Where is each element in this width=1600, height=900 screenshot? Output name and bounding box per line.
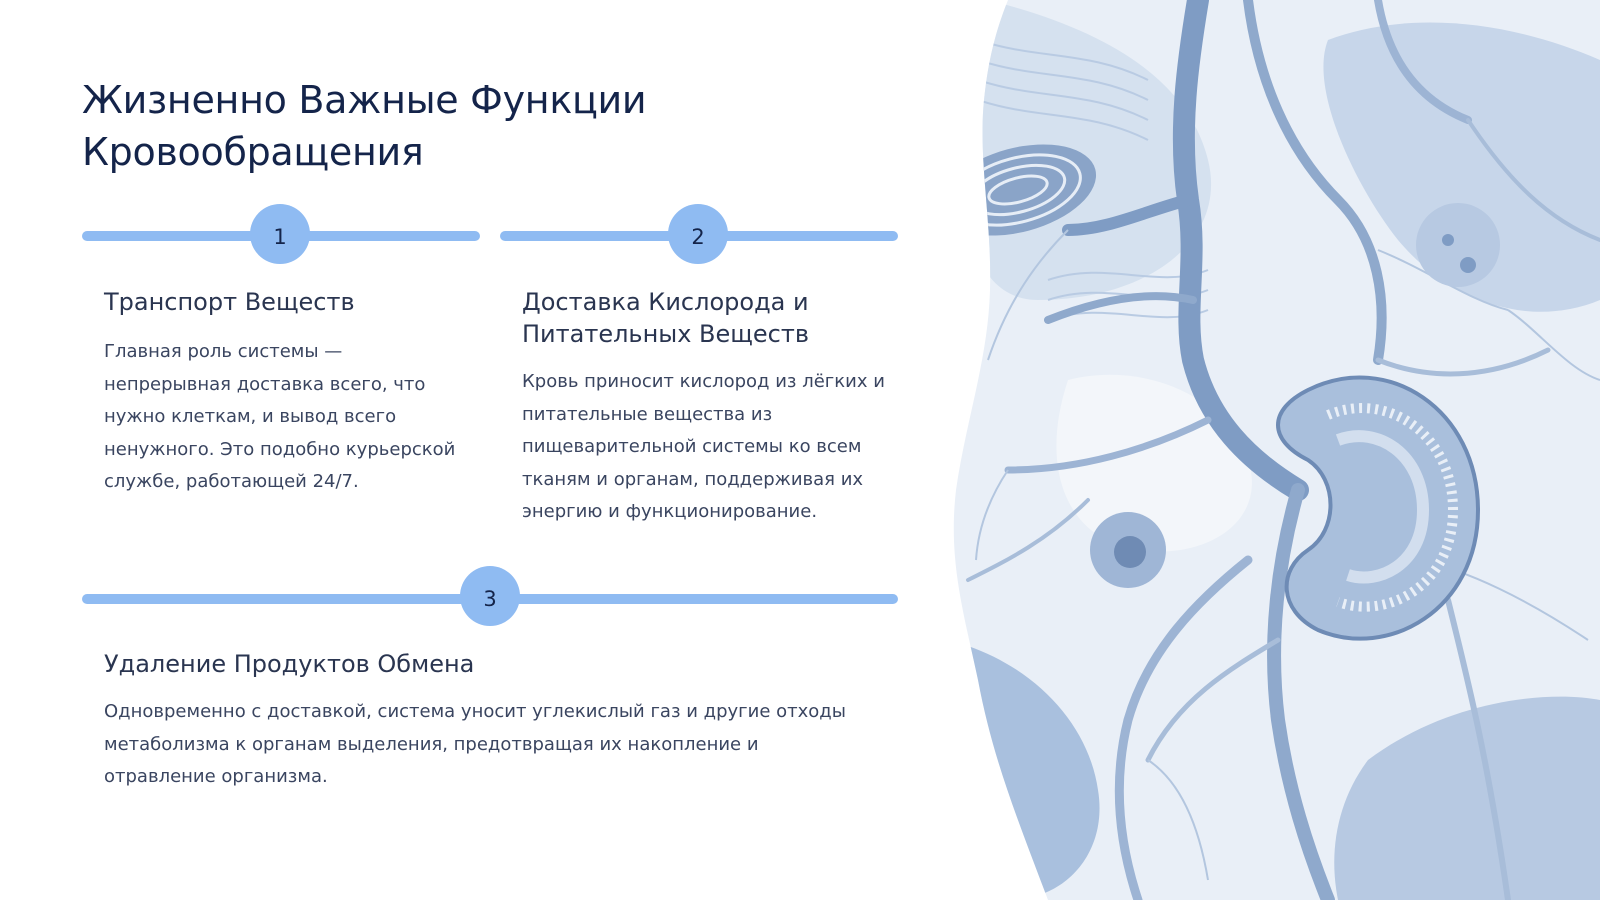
step-2-badge: 2: [668, 204, 728, 264]
step-1-heading: Транспорт Веществ: [104, 288, 355, 316]
step-3-text: Одновременно с доставкой, система уносит…: [104, 701, 846, 787]
step-1-badge: 1: [250, 204, 310, 264]
step-2-heading: Доставка Кислорода и Питательных Веществ: [522, 288, 809, 348]
step-1-text: Главная роль системы — непрерывная доста…: [104, 341, 456, 492]
step-3-badge: 3: [460, 566, 520, 626]
circulatory-illustration: [953, 0, 1600, 900]
step-3-heading: Удаление Продуктов Обмена: [104, 650, 475, 678]
step-2-text: Кровь приносит кислород из лёгких и пита…: [522, 371, 885, 522]
page-title: Жизненно Важные Функции Кровообращения: [82, 78, 647, 174]
